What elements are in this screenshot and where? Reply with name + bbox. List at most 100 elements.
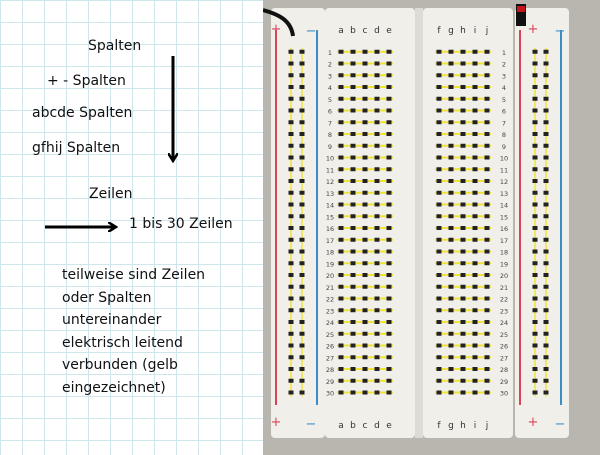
hole — [288, 284, 294, 289]
hole — [386, 261, 392, 266]
red-wire-tip — [517, 6, 525, 12]
hole — [288, 226, 294, 230]
left-power-rail — [271, 8, 325, 438]
hole — [374, 367, 380, 371]
hole — [448, 261, 454, 266]
hole — [532, 155, 538, 160]
hole — [288, 296, 294, 301]
hole — [362, 261, 368, 266]
hole — [448, 214, 454, 219]
left-terminal-strip — [325, 8, 415, 438]
hole — [543, 355, 549, 360]
hole — [472, 343, 478, 348]
paragraph-line: teilweise sind Zeilen — [62, 267, 206, 283]
hole — [350, 284, 356, 289]
hole — [532, 249, 538, 254]
hole — [299, 308, 305, 313]
hole — [386, 96, 392, 101]
row-number: 2 — [502, 61, 506, 69]
hole — [543, 261, 549, 266]
hole — [374, 355, 380, 360]
row-number: 12 — [326, 178, 334, 186]
hole — [374, 108, 380, 113]
hole — [299, 155, 305, 160]
column-label: e — [386, 421, 392, 431]
hole — [532, 343, 538, 348]
hole — [299, 237, 305, 242]
hole — [532, 61, 538, 66]
hole — [543, 190, 549, 195]
hole — [436, 49, 442, 54]
hole — [484, 143, 490, 148]
hole — [386, 179, 392, 183]
hole — [288, 120, 294, 125]
hole — [472, 61, 478, 66]
hole — [460, 85, 466, 89]
hole — [374, 308, 380, 313]
black-wire — [263, 8, 295, 37]
column-label: f — [437, 421, 441, 431]
hole — [436, 308, 442, 313]
hole — [460, 132, 466, 136]
hole — [350, 331, 356, 336]
hole — [532, 331, 538, 336]
hole — [472, 308, 478, 313]
hole — [472, 378, 478, 383]
hole — [460, 49, 466, 54]
hole — [374, 143, 380, 148]
hole — [460, 179, 466, 183]
hole — [350, 190, 356, 195]
hole — [484, 190, 490, 195]
hole — [288, 85, 294, 89]
hole — [299, 85, 305, 89]
hole — [472, 155, 478, 160]
hole — [543, 85, 549, 89]
row-number: 2 — [328, 61, 332, 69]
hole — [374, 261, 380, 266]
hole — [448, 331, 454, 336]
hole — [436, 120, 442, 125]
hole — [299, 378, 305, 383]
hole — [484, 167, 490, 172]
hole — [299, 143, 305, 148]
hole — [448, 284, 454, 289]
row-number: 7 — [502, 119, 506, 127]
row-number: 16 — [326, 225, 334, 233]
hole — [472, 226, 478, 230]
right-power-rail — [515, 8, 569, 438]
hole — [299, 61, 305, 66]
hole — [448, 296, 454, 301]
hole — [288, 155, 294, 160]
hole — [543, 108, 549, 113]
hole — [472, 284, 478, 289]
hole — [386, 331, 392, 336]
hole — [484, 73, 490, 78]
row-number: 9 — [328, 143, 332, 151]
hole — [362, 96, 368, 101]
hole — [362, 108, 368, 113]
row-number: 5 — [328, 96, 332, 104]
hole — [362, 85, 368, 89]
label-plus-minus-spalten: + - Spalten — [47, 73, 126, 89]
row-number: 3 — [502, 72, 506, 80]
hole — [362, 179, 368, 183]
hole — [448, 202, 454, 207]
hole — [436, 85, 442, 89]
hole — [436, 390, 442, 395]
hole — [484, 132, 490, 136]
column-label: g — [448, 421, 454, 431]
label-rows-range: 1 bis 30 Zeilen — [129, 216, 233, 232]
hole — [338, 320, 344, 324]
hole — [386, 390, 392, 395]
hole — [484, 284, 490, 289]
hole — [299, 249, 305, 254]
hole — [374, 61, 380, 66]
hole — [288, 320, 294, 324]
hole — [374, 73, 380, 78]
hole — [350, 390, 356, 395]
hole — [299, 261, 305, 266]
row-number: 24 — [500, 319, 508, 327]
hole — [484, 308, 490, 313]
hole — [299, 96, 305, 101]
